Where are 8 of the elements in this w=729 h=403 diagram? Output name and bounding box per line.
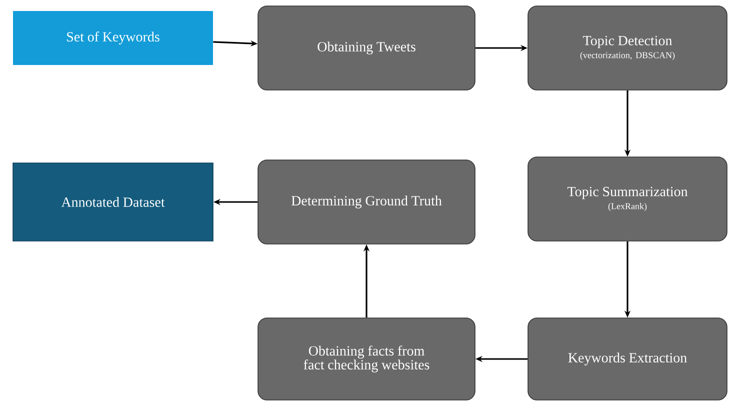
process-box: Keywords Extraction (528, 318, 728, 400)
process-box: Obtaining Tweets (258, 6, 476, 90)
process-box: Topic Detection (vectorization, DBSCAN) (528, 6, 728, 90)
input-box: Set of Keywords (13, 11, 213, 65)
process-box: Obtaining facts from fact checking websites (258, 318, 476, 400)
process-box: Determining Ground Truth (258, 160, 476, 244)
process-box: Topic Summarization (LexRank) (528, 156, 728, 242)
output-box: Annotated Dataset (12, 162, 214, 242)
